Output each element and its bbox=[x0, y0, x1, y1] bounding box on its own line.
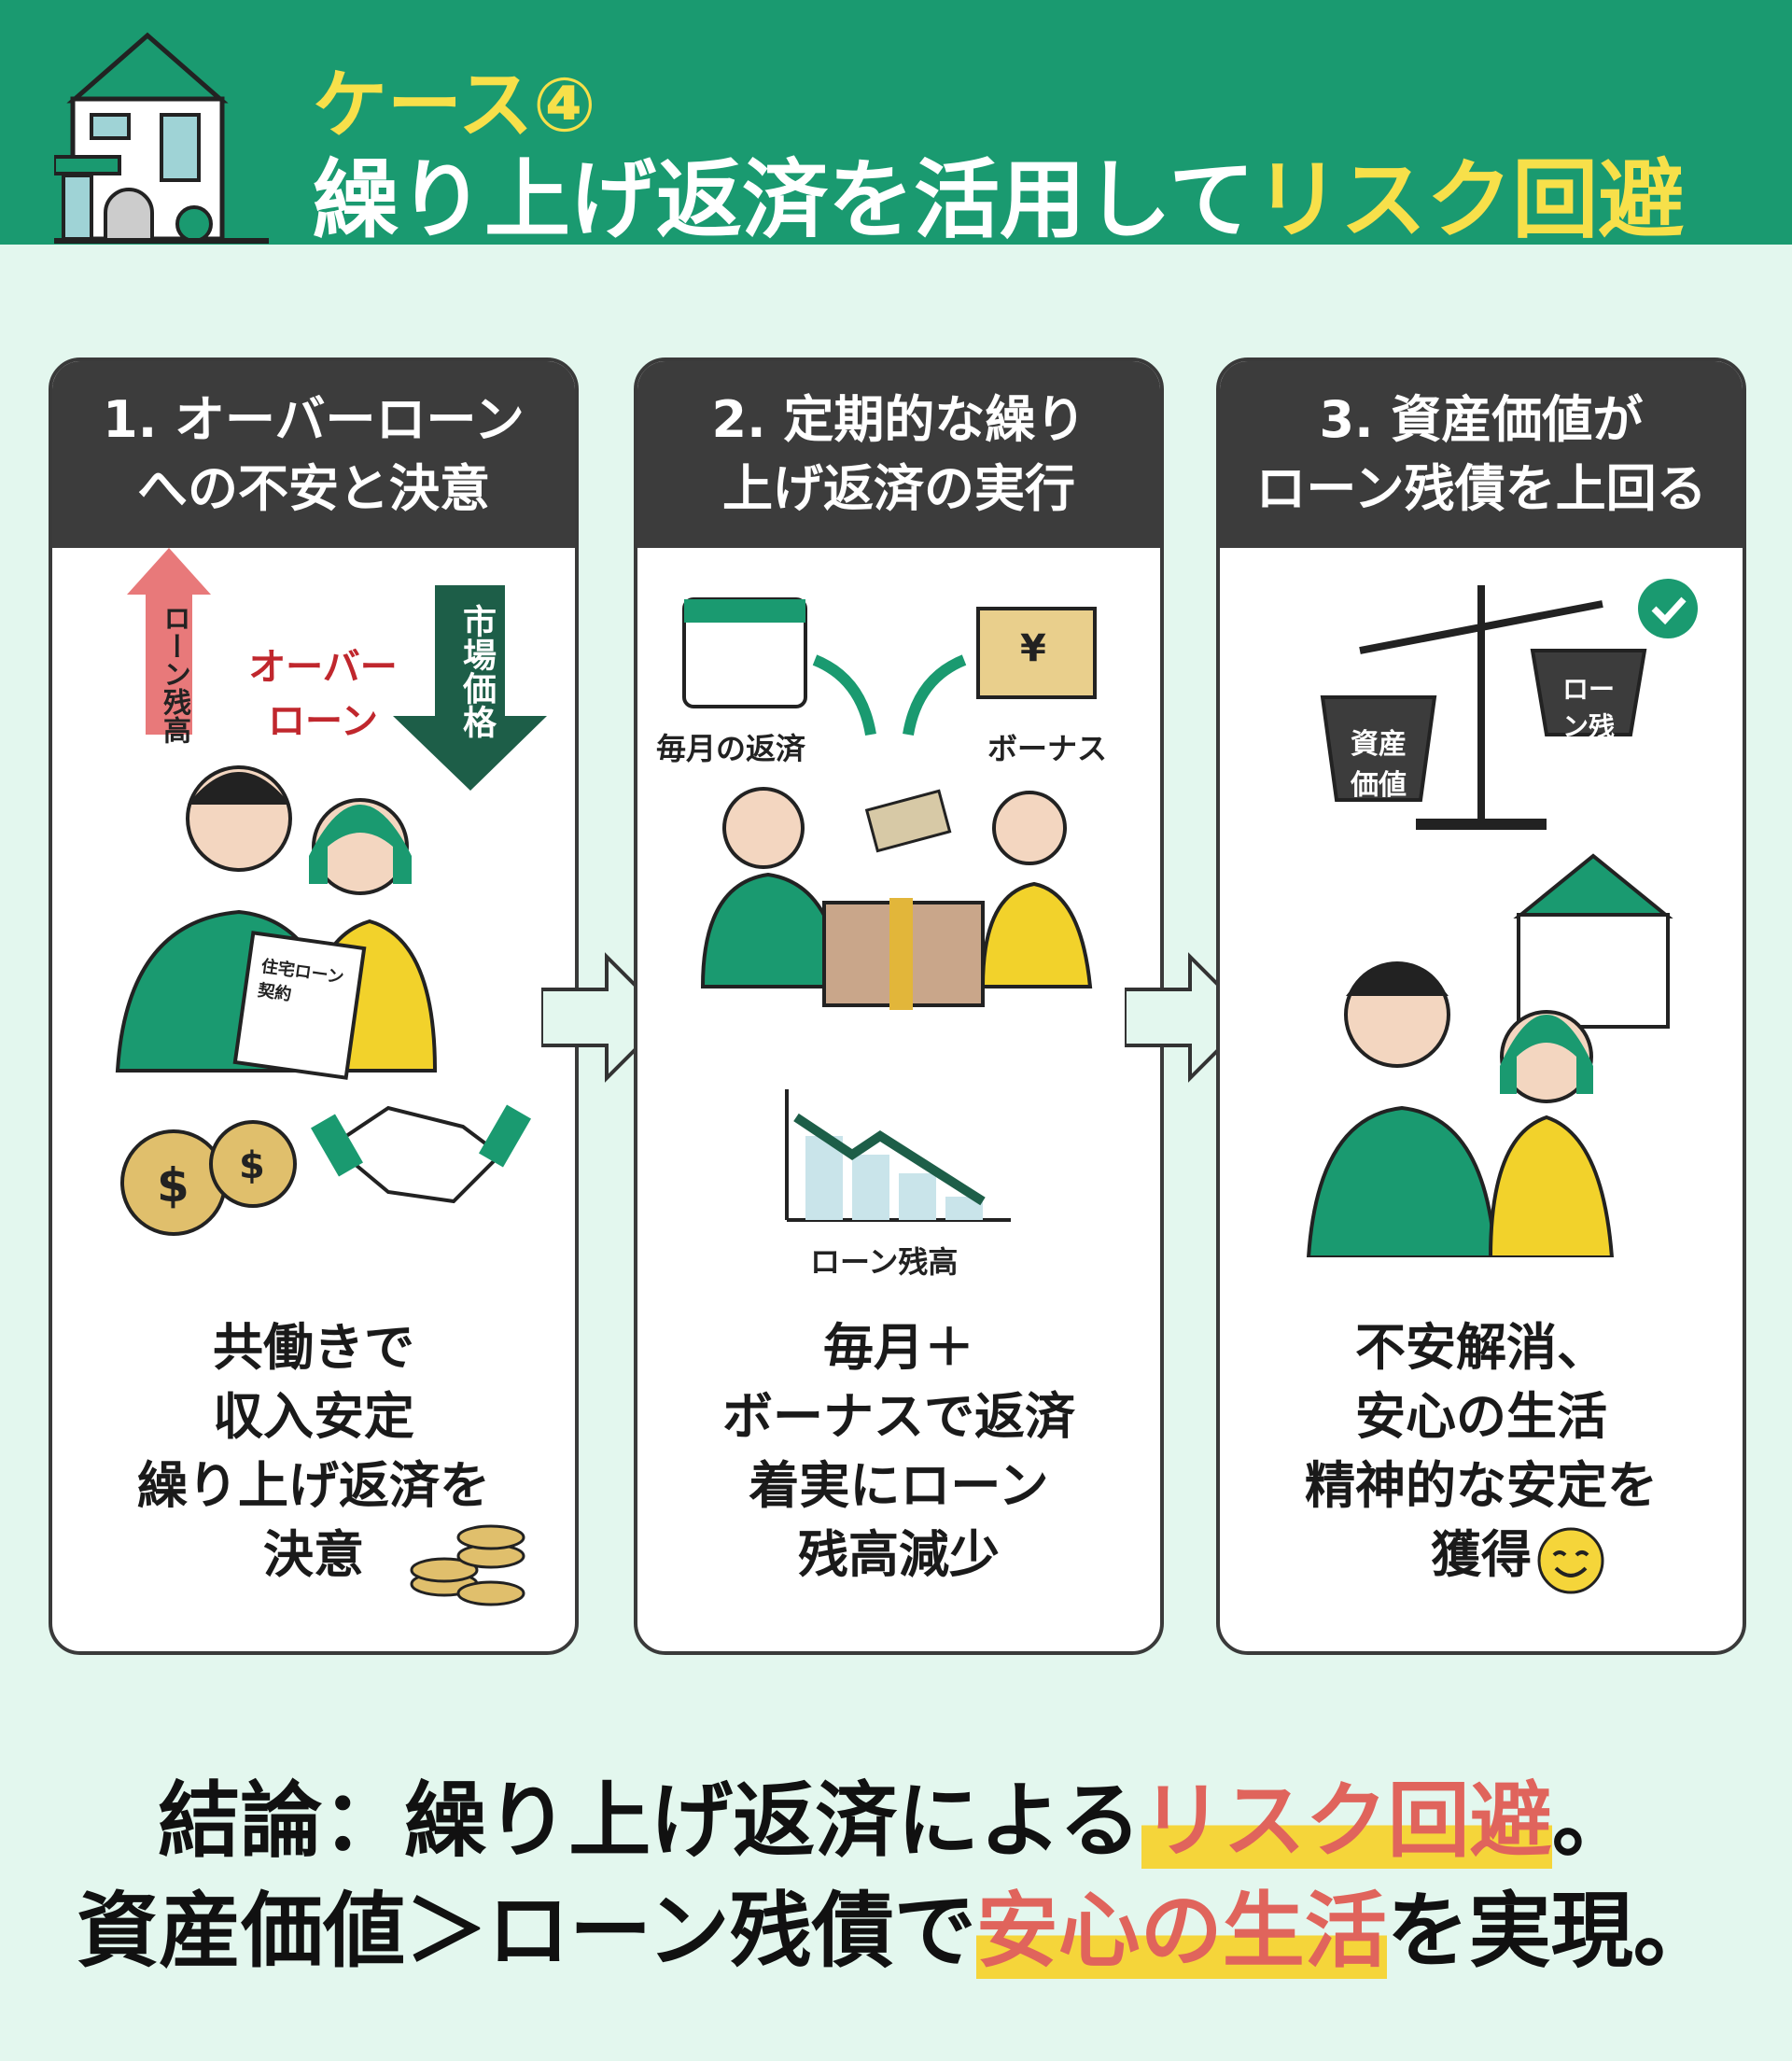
step-description: 不安解消、安心の生活精神的な安定を獲得 bbox=[1220, 1313, 1743, 1590]
title-main: 繰り上げ返済を活用して bbox=[313, 150, 1255, 250]
svg-text:$: $ bbox=[239, 1144, 265, 1187]
description-line: 共働きで bbox=[213, 1318, 414, 1377]
description-line: 毎月＋ bbox=[823, 1318, 974, 1377]
step-title-line: への不安と決意 bbox=[137, 459, 490, 518]
repayment-illustration: ¥ 毎月の返済 ボーナス ローン残高 bbox=[637, 548, 1160, 1351]
step-card-3: 3. 資産価値がローン残債を上回る 資産価値 ローン残債 不安解消、安心の生活精… bbox=[1216, 358, 1746, 1655]
conclusion-highlight: 安心の生活 bbox=[975, 1883, 1387, 1979]
yen-symbol: ¥ bbox=[1020, 627, 1046, 670]
step-title-line: 2. 定期的な繰り bbox=[711, 390, 1086, 449]
monthly-label: 毎月の返済 bbox=[656, 731, 806, 766]
loan-debt-label: ローン残債 bbox=[1561, 674, 1615, 779]
conclusion-text: 資産価値＞ローン残債で bbox=[77, 1883, 976, 1979]
step-title: 3. 資産価値がローン残債を上回る bbox=[1220, 361, 1743, 548]
check-icon bbox=[1638, 579, 1698, 638]
description-line: 残高減少 bbox=[798, 1525, 1000, 1584]
case-label: ケース④ bbox=[313, 62, 596, 148]
step-title-line: 3. 資産価値が bbox=[1319, 390, 1644, 449]
conclusion-text: 結論：繰り上げ返済による bbox=[158, 1773, 1141, 1869]
step-card-2: 2. 定期的な繰り上げ返済の実行 ¥ 毎月の返済 ボーナス ローン残高 毎月＋ ボ… bbox=[634, 358, 1164, 1655]
description-line: 決意 bbox=[263, 1525, 364, 1584]
title-highlight: リスク回避 bbox=[1254, 150, 1685, 250]
down-arrow-icon bbox=[393, 585, 547, 791]
repayment-scene bbox=[682, 597, 1097, 1222]
step-title-line: 上げ返済の実行 bbox=[722, 459, 1075, 518]
conclusion-line-2: 資産価値＞ローン残債で安心の生活を実現。 bbox=[0, 1865, 1792, 1984]
conclusion-text: 。 bbox=[1551, 1773, 1634, 1869]
description-line: 精神的な安定を bbox=[1305, 1456, 1658, 1515]
envelope-icon bbox=[976, 607, 1097, 699]
description-line: ボーナスで返済 bbox=[722, 1387, 1075, 1446]
description-line: 繰り上げ返済を bbox=[137, 1456, 490, 1515]
overloan-illustration: $ $ ローン残高 オーバーローン 市場価格 住宅ローン契約 bbox=[52, 548, 575, 1351]
description-line: 着実にローン bbox=[749, 1456, 1049, 1515]
house-icon bbox=[54, 32, 269, 244]
description-line: 安心の生活 bbox=[1355, 1387, 1607, 1446]
overloan-label: オーバーローン bbox=[248, 646, 398, 743]
bonus-label: ボーナス bbox=[987, 731, 1108, 766]
smile-icon bbox=[1537, 1527, 1604, 1594]
svg-text:$: $ bbox=[157, 1158, 189, 1213]
loan-balance-label: ローン残高 bbox=[810, 1244, 959, 1280]
coins-icon bbox=[410, 1524, 525, 1606]
market-price-label: 市場価格 bbox=[457, 604, 496, 738]
step-card-1: 1. オーバーローンへの不安と決意 $ $ ローン残高 オーバーローン 市場価格… bbox=[49, 358, 579, 1655]
up-arrow-icon bbox=[127, 548, 211, 735]
balance-scale-illustration: 資産価値 ローン残債 bbox=[1220, 548, 1743, 1351]
asset-value-label: 資産価値 bbox=[1351, 728, 1407, 802]
page-title: 繰り上げ返済を活用してリスク回避 bbox=[313, 131, 1684, 255]
step-title-line: ローン残債を上回る bbox=[1255, 459, 1707, 518]
step-description: 共働きで収入安定繰り上げ返済を決意 bbox=[52, 1313, 575, 1590]
house-icon bbox=[1513, 853, 1673, 918]
step-title: 1. オーバーローンへの不安と決意 bbox=[52, 361, 575, 548]
conclusion-text: を実現。 bbox=[1386, 1883, 1715, 1979]
description-line: 不安解消、 bbox=[1355, 1318, 1607, 1377]
conclusion-highlight: リスク回避 bbox=[1141, 1773, 1552, 1869]
step-title: 2. 定期的な繰り上げ返済の実行 bbox=[637, 361, 1160, 548]
description-line: 獲得 bbox=[1431, 1525, 1532, 1584]
description-line: 収入安定 bbox=[213, 1387, 414, 1446]
happy-couple-scene bbox=[1306, 579, 1698, 1259]
step-description: 毎月＋ ボーナスで返済着実にローン残高減少 bbox=[637, 1313, 1160, 1590]
worried-couple-illustration: $ $ bbox=[115, 548, 547, 1236]
loan-balance-label: ローン残高 bbox=[158, 604, 190, 744]
conclusion-line-1: 結論：繰り上げ返済によるリスク回避。 bbox=[0, 1755, 1792, 1873]
decreasing-trend-icon bbox=[793, 1113, 986, 1206]
step-title-line: 1. オーバーローン bbox=[103, 390, 525, 449]
header-banner: ケース④ 繰り上げ返済を活用してリスク回避 bbox=[0, 0, 1792, 250]
